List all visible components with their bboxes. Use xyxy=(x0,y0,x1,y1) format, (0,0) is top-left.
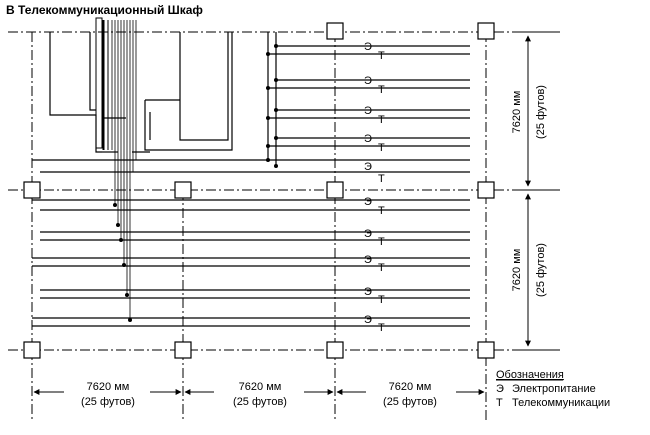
column-square xyxy=(174,341,192,359)
building-columns xyxy=(23,22,495,359)
riser-conduit xyxy=(95,17,103,149)
closet-riser xyxy=(95,17,109,150)
horizontal-dimension-texts: 7620 мм (25 футов) 7620 мм (25 футов) 76… xyxy=(81,381,437,408)
telecom-label: Т xyxy=(378,205,385,217)
wall xyxy=(89,32,96,111)
vertical-dimension-sub: (25 футов) xyxy=(535,243,547,297)
riser-cables xyxy=(111,20,137,320)
legend-symbol: Э xyxy=(496,383,504,395)
telecom-label: Т xyxy=(378,142,385,154)
column-square xyxy=(326,341,344,359)
wall xyxy=(49,32,102,153)
legend-heading: Обозначения xyxy=(496,369,564,381)
vertical-dimension-texts: 7620 мм (25 футов) 7620 мм (25 футов) xyxy=(511,85,547,297)
column-square xyxy=(477,181,495,199)
row-labels: Э Т Э Т Э Т Э Т Э Т Э Т Э Т Э Т Э Т Э Т xyxy=(364,41,385,334)
power-label: Э xyxy=(364,105,372,117)
telecom-label: Т xyxy=(378,322,385,334)
vertical-dimension-value: 7620 мм xyxy=(511,91,523,134)
horizontal-dimension-value: 7620 мм xyxy=(87,381,130,393)
power-label: Э xyxy=(364,254,372,266)
column-square xyxy=(174,181,192,199)
telecom-label: Т xyxy=(378,50,385,62)
column-square xyxy=(23,181,41,199)
power-label: Э xyxy=(364,286,372,298)
column-square xyxy=(23,341,41,359)
power-label: Э xyxy=(364,41,372,53)
horizontal-dimension-sub: (25 футов) xyxy=(81,396,135,408)
horizontal-dimension-sub: (25 футов) xyxy=(383,396,437,408)
telecom-label: Т xyxy=(378,236,385,248)
column-square xyxy=(477,341,495,359)
vertical-dimension-value: 7620 мм xyxy=(511,249,523,292)
cable-runs xyxy=(32,45,470,327)
power-label: Э xyxy=(364,314,372,326)
vertical-dimension-lines xyxy=(520,31,560,351)
legend-text: Электропитание xyxy=(512,383,596,395)
grid-lines xyxy=(8,31,560,420)
diagram-title: В Телекоммуникационный Шкаф xyxy=(6,3,203,17)
power-label: Э xyxy=(364,161,372,173)
column-square xyxy=(477,22,495,40)
telecom-label: Т xyxy=(378,173,385,185)
vertical-dimension-sub: (25 футов) xyxy=(535,85,547,139)
wall xyxy=(144,32,233,151)
legend: Обозначения Э Электропитание Т Телекомму… xyxy=(496,369,610,409)
legend-symbol: Т xyxy=(496,397,503,409)
horizontal-dimension-sub: (25 футов) xyxy=(233,396,287,408)
room-walls xyxy=(49,32,233,153)
telecom-label: Т xyxy=(378,84,385,96)
power-label: Э xyxy=(364,228,372,240)
telecom-label: Т xyxy=(378,114,385,126)
wall xyxy=(179,32,229,141)
legend-text: Телекоммуникации xyxy=(512,397,610,409)
horizontal-dimension-value: 7620 мм xyxy=(239,381,282,393)
column-square xyxy=(326,22,344,40)
telecom-label: Т xyxy=(378,294,385,306)
telecom-label: Т xyxy=(378,262,385,274)
horizontal-dimension-value: 7620 мм xyxy=(389,381,432,393)
power-label: Э xyxy=(364,75,372,87)
power-label: Э xyxy=(364,196,372,208)
power-label: Э xyxy=(364,133,372,145)
junction-dots xyxy=(113,44,278,322)
column-square xyxy=(326,181,344,199)
